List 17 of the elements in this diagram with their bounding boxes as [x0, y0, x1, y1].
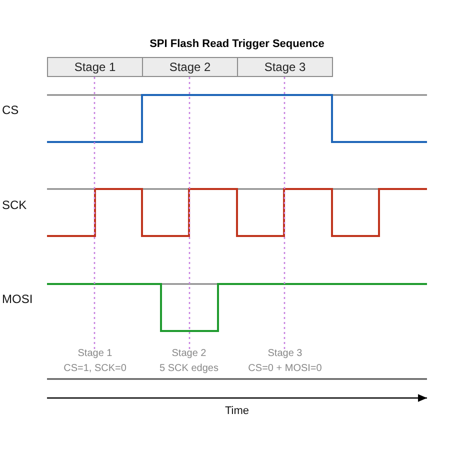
stage-marker-line — [94, 77, 96, 349]
stage-label: Stage 3 — [268, 349, 302, 359]
stage-label: Stage 2 — [172, 349, 206, 359]
signal-name: SCK — [2, 199, 27, 211]
stage-note: CS=0 + MOSI=0 — [248, 364, 322, 374]
stage-box: Stage 1 — [47, 57, 143, 77]
signal-name: CS — [2, 104, 19, 116]
signal-name: MOSI — [2, 293, 33, 305]
stage-box: Stage 3 — [237, 57, 333, 77]
stage-marker-line — [188, 77, 190, 349]
stage-label: Stage 1 — [78, 349, 112, 359]
stage-note: 5 SCK edges — [160, 364, 218, 374]
axis-label: Time — [224, 406, 250, 417]
stage-marker-line — [284, 77, 286, 349]
diagram-title: SPI Flash Read Trigger Sequence — [148, 37, 326, 52]
stage-note: CS=1, SCK=0 — [64, 364, 126, 374]
stage-box: Stage 2 — [142, 57, 238, 77]
